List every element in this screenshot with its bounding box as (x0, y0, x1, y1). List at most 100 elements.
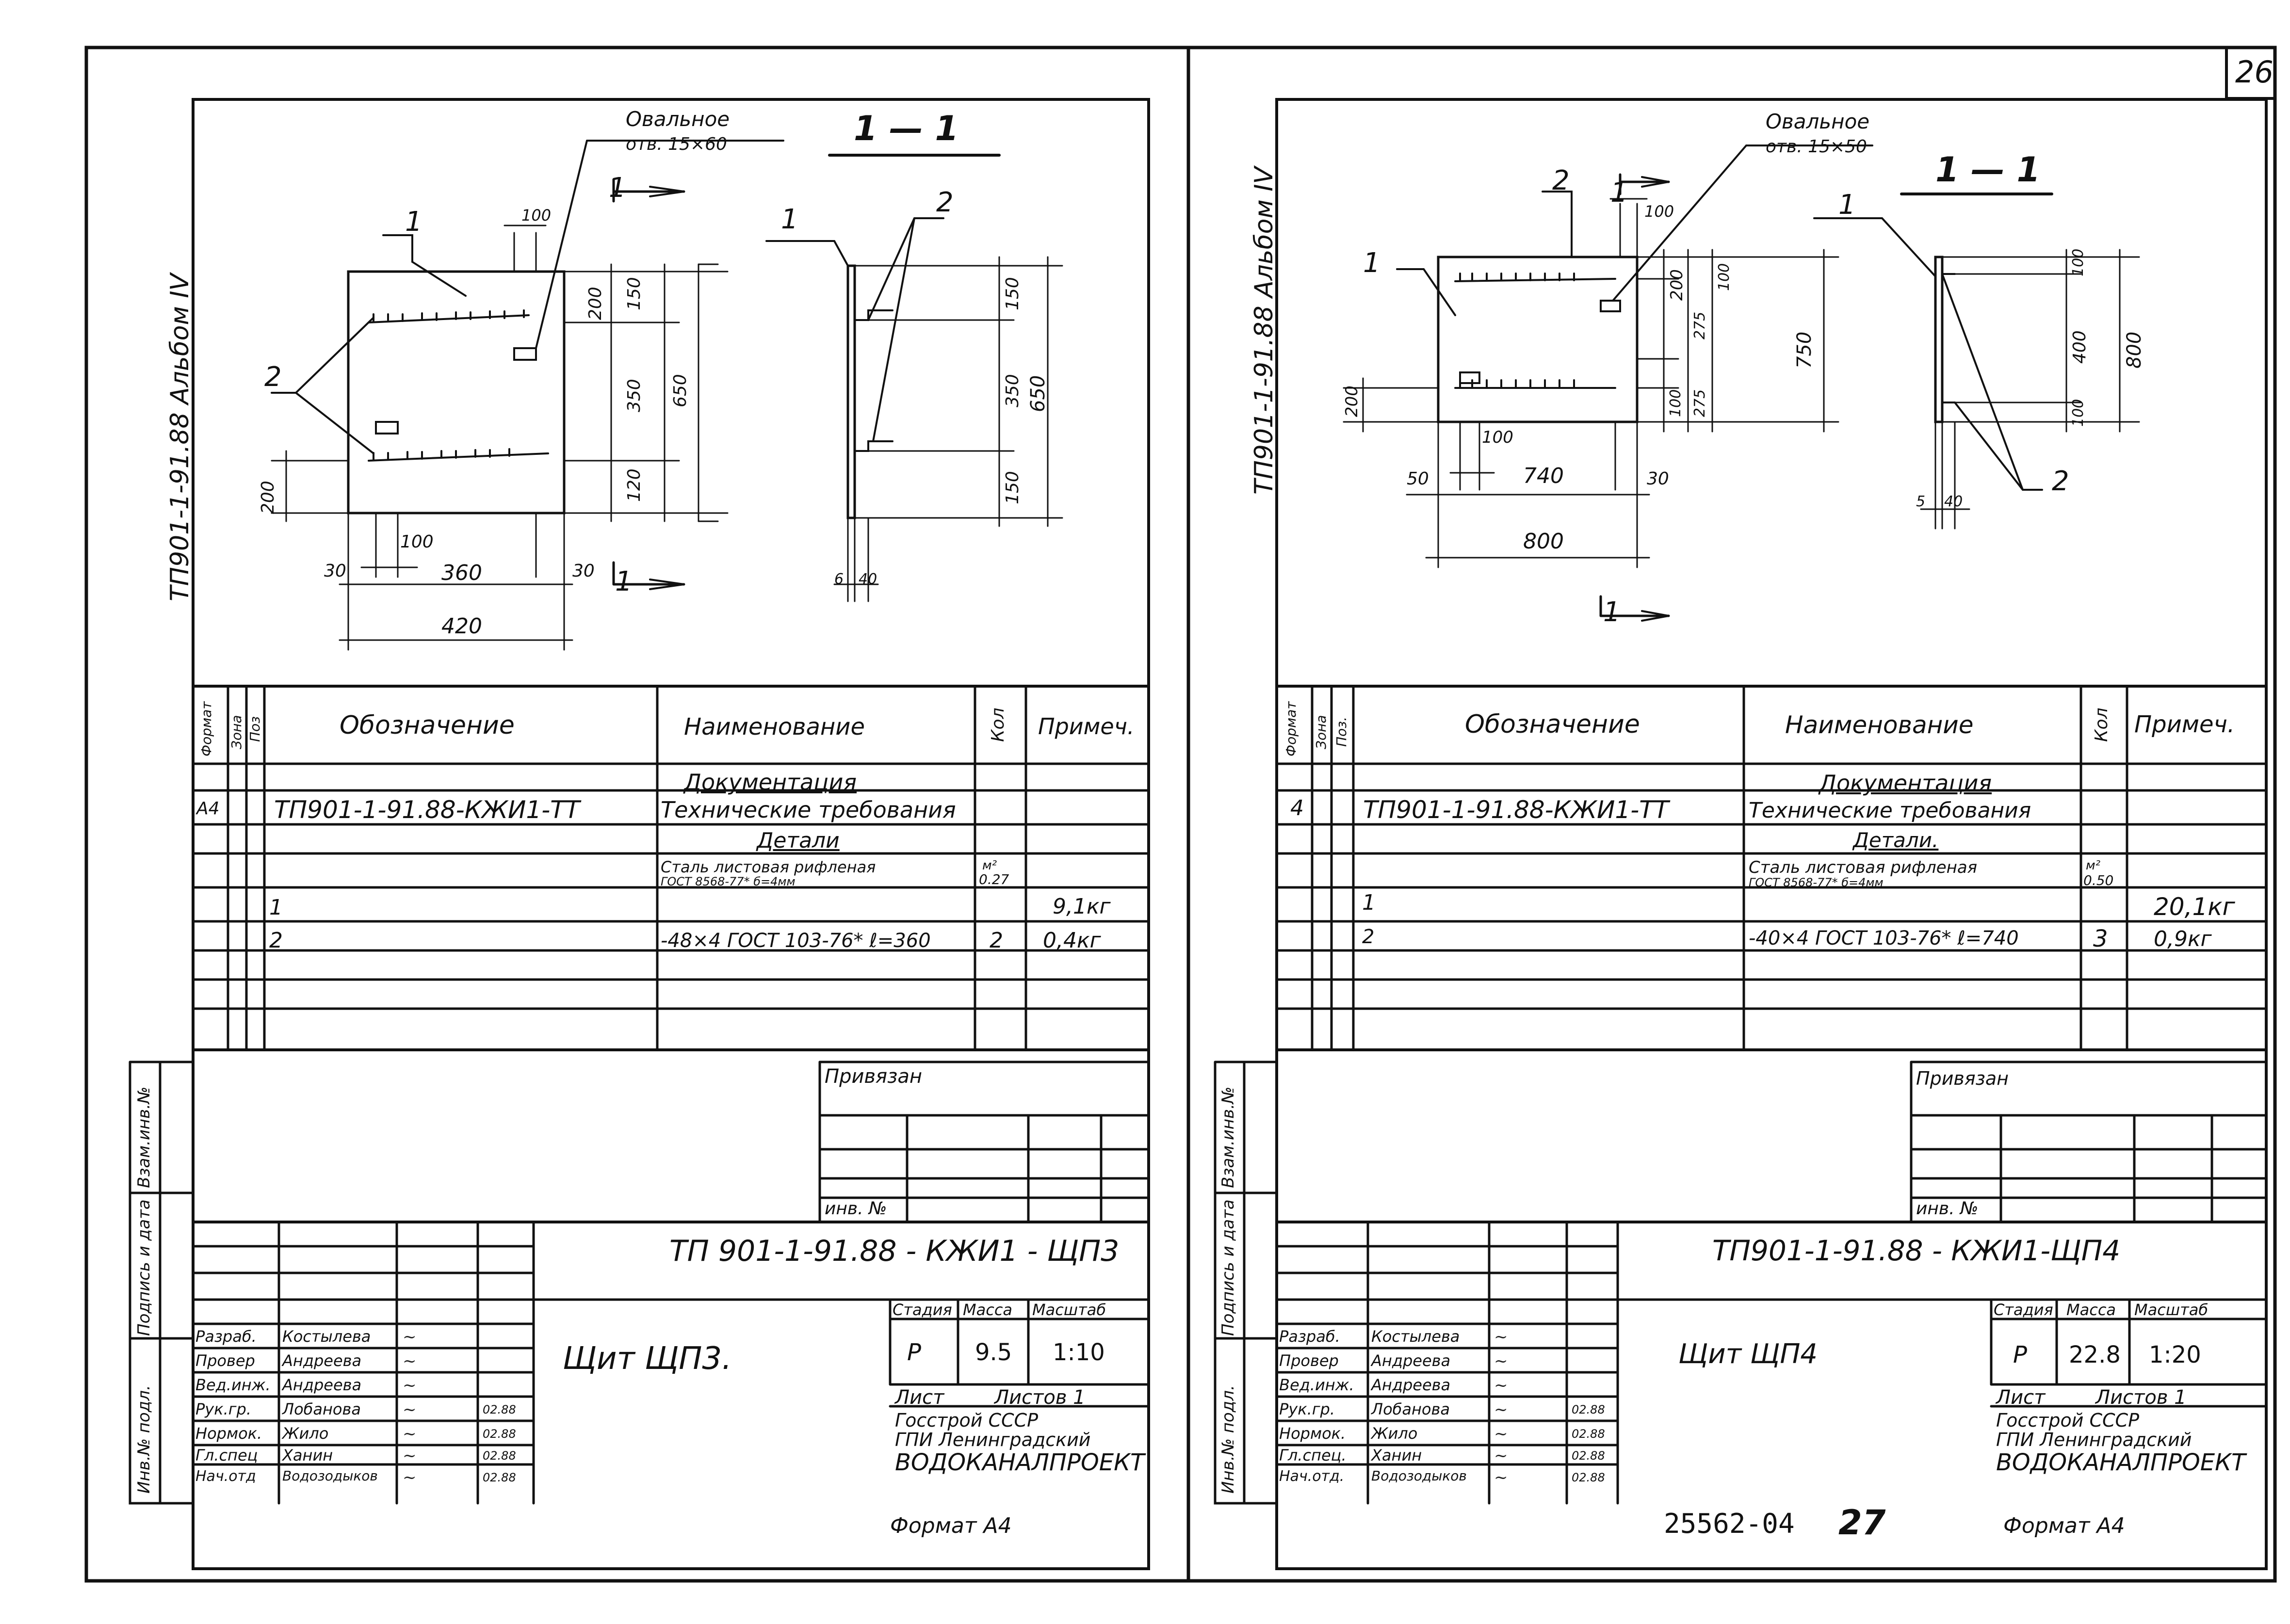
dim-label: 150 (1003, 277, 1023, 310)
right-section-mark-top: 1 (1610, 177, 1628, 209)
left-plate-elevation (271, 140, 784, 651)
stamp-sheets-label: Листов 1 (2095, 1386, 2187, 1409)
stamp-name: Андреева (1371, 1351, 1451, 1370)
spec-row1-pos: 1 (1362, 890, 1376, 915)
dim-label: 30 (324, 561, 346, 581)
spec-section-parts: Детали (757, 828, 840, 853)
stamp-name: Водозодыков (282, 1468, 378, 1484)
stamp-role: Нормок. (1279, 1424, 1346, 1443)
spec-row1-qty-2: 0.27 (979, 871, 1009, 887)
left-hole-label-2: отв. 15×60 (626, 134, 727, 154)
stamp-bound-label: Привязан (825, 1065, 923, 1088)
left-spec-table (192, 685, 1150, 1051)
right-title-block (1214, 1061, 2268, 1505)
spec-header-qty: Кол (988, 707, 1008, 742)
stamp-document-code: ТП901-1-91.88 - КЖИ1-ЩП4 (1712, 1234, 2121, 1267)
stamp-name: Андреева (282, 1376, 362, 1394)
dim-label: 275 (1691, 311, 1708, 339)
stamp-title: Щит ЩП4 (1678, 1338, 1818, 1370)
dim-label: 100 (1644, 202, 1674, 221)
spec-row1-note: 9,1кг (1053, 894, 1111, 919)
stamp-document-code: ТП 901-1-91.88 - КЖИ1 - ЩП3 (669, 1234, 1120, 1268)
right-plate-elevation (1343, 145, 1873, 622)
stamp-role: Провер (195, 1351, 255, 1370)
stamp-name: Лобанова (282, 1400, 361, 1418)
stamp-stage: Р (2013, 1341, 2027, 1368)
left-section-mark-bottom: 1 (615, 566, 633, 597)
right-callout-1: 1 (1363, 247, 1380, 279)
dim-label: 650 (670, 374, 690, 407)
stamp-mass-header: Масса (2066, 1301, 2116, 1319)
stamp-date: 02.88 (1572, 1403, 1605, 1416)
dim-label: 40 (859, 571, 877, 588)
stamp-date: 02.88 (1572, 1427, 1605, 1441)
left-album-label: ТП901-1-91.88 Альбом IV (165, 273, 195, 601)
stamp-inv-label: инв. № (825, 1199, 887, 1219)
dim-label: 50 (1407, 469, 1429, 489)
left-section-mark-top: 1 (609, 172, 626, 204)
stamp-org-1: Госстрой СССР (895, 1410, 1039, 1431)
stamp-side-original-inv: Инв.№ подл. (134, 1385, 154, 1494)
spec-doc-name: Технические требования (1749, 798, 2031, 823)
stamp-date: 02.88 (1572, 1449, 1605, 1463)
spec-header-note: Примеч. (1038, 713, 1135, 740)
stamp-name: Водозодыков (1371, 1468, 1467, 1484)
right-drawing-frame (1275, 98, 2268, 1570)
signature-mark: ~ (403, 1327, 417, 1347)
spec-row1-qty-1: м² (982, 858, 997, 873)
right-hole-label-2: отв. 15×50 (1766, 137, 1867, 157)
dim-label: 800 (2123, 331, 2145, 369)
stamp-mass: 9.5 (975, 1339, 1012, 1366)
stamp-stage: Р (907, 1339, 921, 1366)
spec-doc-format: А4 (196, 799, 220, 819)
dim-label: 100 (2070, 399, 2087, 427)
stamp-mass-header: Масса (963, 1301, 1013, 1319)
stamp-side-replace-inv: Взам.инв.№ (1218, 1086, 1238, 1188)
spec-doc-format: 4 (1290, 796, 1304, 820)
spec-doc-name: Технические требования (661, 797, 956, 823)
stamp-name: Андреева (282, 1351, 362, 1370)
spec-header-name: Наименование (1785, 711, 1974, 739)
dim-label: 100 (1482, 428, 1513, 447)
dim-label: 750 (1793, 331, 1816, 369)
stamp-scale-header: Масштаб (1032, 1301, 1106, 1319)
spec-row1-qty-1: м² (2086, 858, 2101, 873)
spec-row1-name-2: ГОСТ 8568-77* б=4мм (1749, 876, 1884, 889)
stamp-date: 02.88 (483, 1403, 516, 1416)
stamp-role: Вед.инж. (195, 1376, 271, 1394)
dim-label: 120 (624, 468, 644, 502)
spec-header-note: Примеч. (2134, 711, 2235, 738)
left-callout-2: 2 (264, 361, 282, 393)
spec-header-qty: Кол (2092, 707, 2111, 742)
dim-label: 6 (834, 571, 844, 588)
spec-doc-designation: ТП901-1-91.88-КЖИ1-ТТ (274, 796, 580, 824)
right-hole-label-1: Овальное (1766, 110, 1870, 133)
footer-number: 25562-04 (1664, 1508, 1795, 1540)
spec-row2-name: -48×4 ГОСТ 103-76* ℓ=360 (661, 930, 931, 952)
spec-header-pos: Поз. (1333, 717, 1349, 747)
stamp-sheet-label: Лист (895, 1386, 944, 1409)
spec-section-docs: Документация (684, 769, 857, 795)
stamp-title: Щит ЩП3. (563, 1341, 732, 1377)
right-section-view (1813, 193, 2140, 530)
spec-row1-name-2: ГОСТ 8568-77* б=4мм (661, 875, 796, 888)
dim-label: 100 (521, 206, 552, 225)
left-hole-label-1: Овальное (626, 107, 730, 131)
stamp-role: Рук.гр. (195, 1400, 252, 1418)
dim-label: 740 (1523, 464, 1564, 488)
stamp-date: 02.88 (483, 1427, 516, 1441)
stamp-role: Нач.отд (195, 1468, 256, 1485)
spec-section-parts: Детали. (1853, 828, 1939, 852)
page-number: 26 (2235, 54, 2274, 90)
left-drawing-frame (192, 98, 1150, 1570)
stamp-org-3: ВОДОКАНАЛПРОЕКТ (895, 1449, 1145, 1476)
dim-label: 650 (1027, 375, 1049, 412)
right-section-callout-1: 1 (1838, 189, 1856, 221)
signature-mark: ~ (403, 1424, 417, 1444)
dim-label: 350 (624, 379, 644, 412)
spec-header-designation: Обозначение (1465, 710, 1640, 739)
stamp-mass: 22.8 (2069, 1341, 2121, 1368)
spec-row1-note: 20,1кг (2154, 893, 2235, 921)
spec-header-format: Формат (198, 701, 214, 756)
